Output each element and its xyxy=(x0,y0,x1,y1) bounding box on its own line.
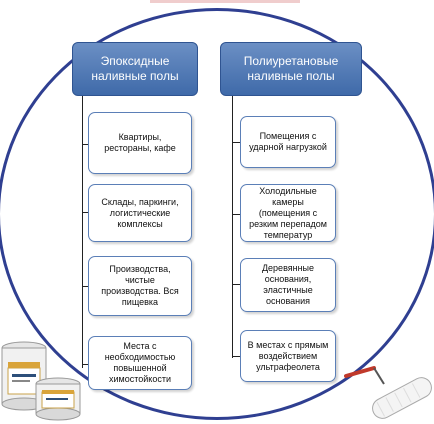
right-connector-4 xyxy=(232,356,240,357)
right-connector-2 xyxy=(232,214,240,215)
right-card-3: Деревянные основания, эластичные основан… xyxy=(240,258,336,312)
left-card-1-text: Квартиры, рестораны, кафе xyxy=(104,132,176,153)
left-header-title: Эпоксидные наливные полы xyxy=(91,54,179,83)
right-connector-1 xyxy=(232,142,240,143)
left-header: Эпоксидные наливные полы xyxy=(72,42,198,96)
left-connector-4 xyxy=(82,364,88,365)
right-card-1: Помещения с ударной нагрузкой xyxy=(240,116,336,168)
left-connector-spine xyxy=(82,96,83,368)
left-card-3-text: Производства, чистые производства. Вся п… xyxy=(101,264,179,307)
left-card-4-text: Места с необходимостью повышенной химост… xyxy=(104,341,176,384)
right-header-title: Полиуретановые наливные полы xyxy=(243,54,339,83)
right-card-1-text: Помещения с ударной нагрузкой xyxy=(249,131,327,152)
left-card-4: Места с необходимостью повышенной химост… xyxy=(88,336,192,390)
enclosing-circle xyxy=(0,8,434,420)
right-card-3-text: Деревянные основания, эластичные основан… xyxy=(261,263,315,306)
paint-roller-icon xyxy=(344,366,432,419)
left-card-3: Производства, чистые производства. Вся п… xyxy=(88,256,192,316)
right-card-4: В местах с прямым воздействием ультрафео… xyxy=(240,330,336,382)
left-connector-3 xyxy=(82,286,88,287)
left-card-1: Квартиры, рестораны, кафе xyxy=(88,112,192,174)
left-card-2-text: Склады, паркинги, логистические комплекс… xyxy=(101,196,179,229)
right-header: Полиуретановые наливные полы xyxy=(220,42,362,96)
right-connector-3 xyxy=(232,284,240,285)
right-card-2-text: Холодильные камеры (помещения с резким п… xyxy=(249,185,327,240)
right-connector-spine xyxy=(232,96,233,358)
left-connector-2 xyxy=(82,212,88,213)
top-sliver xyxy=(150,0,300,3)
right-card-4-text: В местах с прямым воздействием ультрафео… xyxy=(247,339,329,372)
left-card-2: Склады, паркинги, логистические комплекс… xyxy=(88,184,192,242)
left-connector-1 xyxy=(82,144,88,145)
right-card-2: Холодильные камеры (помещения с резким п… xyxy=(240,184,336,242)
paint-buckets-icon xyxy=(1,341,81,421)
